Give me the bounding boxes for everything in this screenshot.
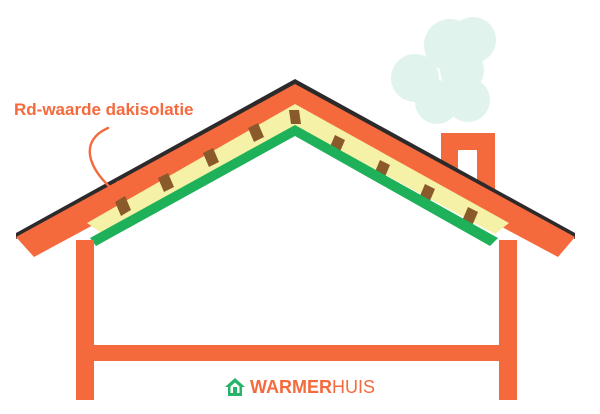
smoke-cloud-icon	[391, 17, 496, 124]
roof-rafters	[115, 110, 478, 226]
brand-name-part1: WARMER	[250, 377, 332, 397]
left-wall	[76, 240, 94, 400]
right-wall	[499, 240, 517, 400]
brand-name-part2: HUIS	[332, 377, 376, 397]
floor-slab	[93, 345, 500, 361]
curved-arrow-icon	[88, 126, 122, 198]
insulation-callout-label: Rd-waarde dakisolatie	[14, 100, 194, 119]
house-logo-icon	[225, 378, 245, 396]
brand-logo: WARMER HUIS	[224, 375, 375, 399]
